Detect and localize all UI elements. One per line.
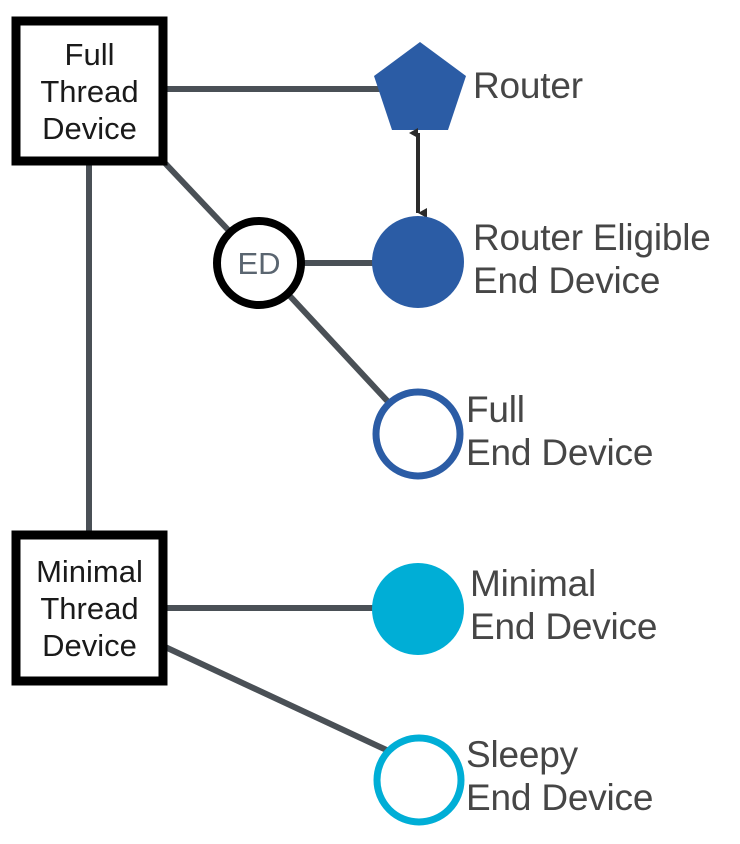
connector-lines [86, 86, 395, 756]
minimal-end-device-legend-label: Minimal End Device [470, 563, 658, 647]
minimal-thread-device-box [11, 530, 168, 686]
router-eligible-end-device-legend-label: Router Eligible End Device [473, 217, 711, 301]
connector-mtd-to-sleepy-end-device [161, 643, 395, 756]
full-end-device-circle-icon [372, 388, 464, 480]
connector-ftd-to-ed [160, 158, 235, 237]
full-end-device-legend-label: Full End Device [466, 389, 654, 473]
end-device-circle-icon [213, 217, 305, 309]
minimal-end-device-circle-icon [372, 563, 464, 655]
sleepy-end-device-circle-icon [373, 734, 465, 826]
full-thread-device-box [11, 16, 168, 166]
router-pentagon-icon [374, 42, 466, 130]
sleepy-end-device-legend-label: Sleepy End Device [466, 734, 654, 818]
router-legend-label: Router [473, 65, 583, 106]
connector-ed-to-full-end-device [285, 291, 395, 409]
end-device-abbrev-label: ED [237, 246, 281, 281]
router-eligible-end-device-circle-icon [372, 216, 464, 308]
